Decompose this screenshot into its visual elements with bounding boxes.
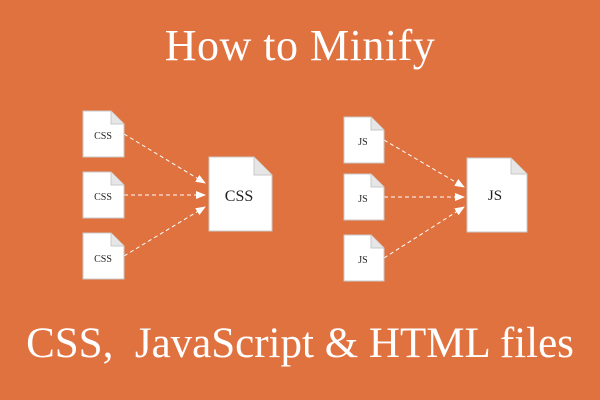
js-output-label: JS [488, 188, 502, 204]
js-input-doc-1: JS [343, 116, 385, 164]
js-input-doc-2: JS [343, 173, 385, 221]
css-arrow-3 [123, 206, 206, 257]
js-arrow-3 [383, 206, 465, 259]
css-output-label: CSS [225, 188, 253, 205]
page-subtitle: CSS, JavaScript & HTML files [26, 320, 574, 367]
css-input-label-1: CSS [94, 131, 112, 142]
js-arrow-1 [383, 139, 465, 188]
css-input-doc-3: CSS [82, 232, 125, 280]
css-input-label-3: CSS [94, 254, 112, 265]
js-input-label-3: JS [358, 255, 367, 266]
css-input-label-2: CSS [94, 192, 112, 203]
js-arrows [383, 139, 465, 259]
js-input-doc-3: JS [343, 234, 385, 282]
css-input-doc-1: CSS [82, 110, 125, 158]
page-title: How to Minify [164, 21, 436, 70]
css-output-doc: CSS [208, 156, 273, 232]
css-arrows [123, 133, 206, 257]
css-input-doc-2: CSS [82, 171, 125, 219]
js-input-label-1: JS [358, 137, 367, 148]
js-input-label-2: JS [358, 194, 367, 205]
css-arrow-1 [123, 133, 206, 184]
js-output-doc: JS [466, 157, 528, 233]
